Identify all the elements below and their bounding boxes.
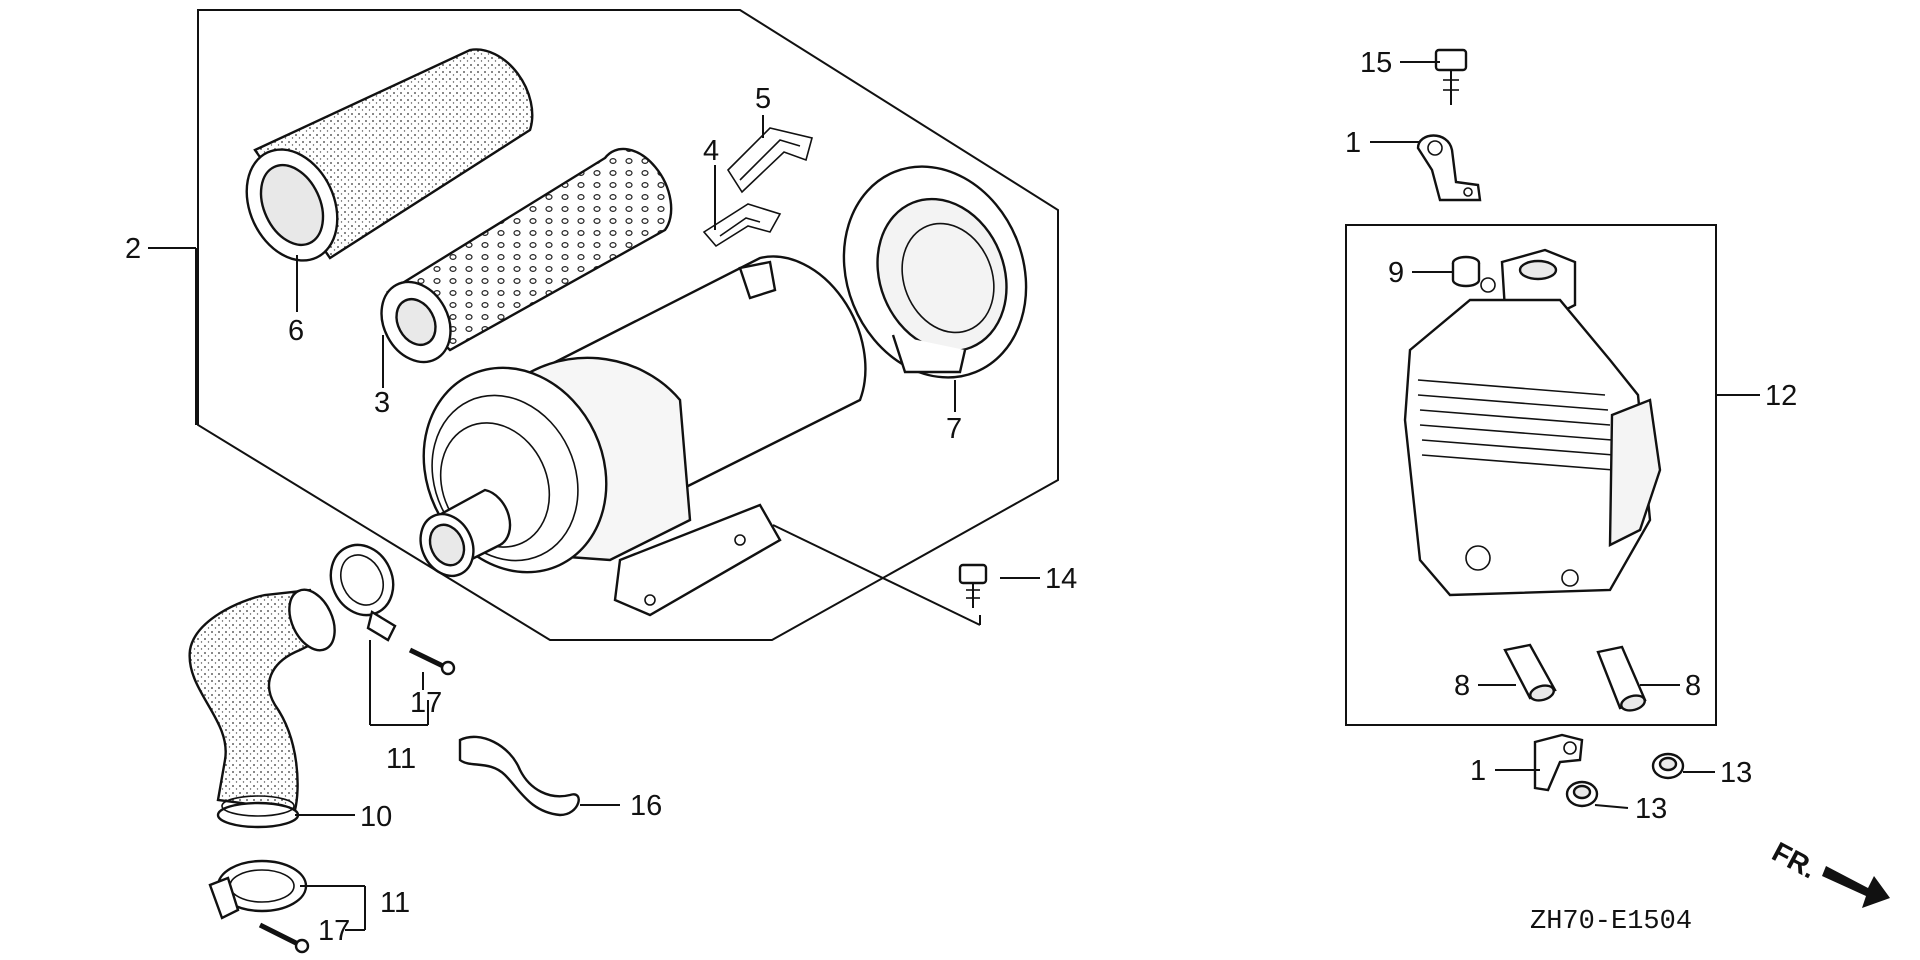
front-arrow-icon bbox=[1822, 866, 1890, 908]
callout-1-lower: 1 bbox=[1470, 755, 1486, 787]
callout-17-upper: 17 bbox=[410, 687, 442, 719]
callout-17-lower: 17 bbox=[318, 915, 350, 947]
hose-clamp-lower bbox=[208, 859, 308, 920]
callout-13-left: 13 bbox=[1635, 793, 1667, 825]
callout-2: 2 bbox=[125, 233, 141, 265]
tube-part-8-left bbox=[1503, 643, 1557, 702]
callout-8-left: 8 bbox=[1454, 670, 1470, 702]
muffler-group-box bbox=[1345, 224, 1717, 726]
intake-tube bbox=[188, 588, 336, 829]
nut-part-13-right bbox=[1651, 752, 1685, 780]
bolt-part-15 bbox=[1434, 48, 1468, 105]
bracket-part-1-lower bbox=[1533, 733, 1584, 792]
callout-13-right: 13 bbox=[1720, 757, 1752, 789]
bracket-part-1-upper bbox=[1416, 134, 1482, 202]
clip-part-4 bbox=[702, 203, 782, 248]
diagram-code: ZH70-E1504 bbox=[1530, 907, 1692, 937]
callout-14: 14 bbox=[1045, 563, 1077, 595]
leader-lines bbox=[148, 61, 1760, 931]
wire-clip-part-16 bbox=[458, 735, 580, 817]
callout-11-lower: 11 bbox=[380, 887, 410, 919]
clip-part-5 bbox=[726, 127, 813, 194]
collar-part-9 bbox=[1451, 255, 1481, 288]
callout-5: 5 bbox=[755, 83, 771, 115]
front-label: FR. bbox=[1767, 836, 1821, 885]
callout-16: 16 bbox=[630, 790, 662, 822]
callout-4: 4 bbox=[703, 135, 719, 167]
end-cover bbox=[842, 165, 1028, 379]
screw-part-17-lower bbox=[258, 922, 310, 954]
assembly-boundary bbox=[197, 9, 1059, 641]
silencer-housing bbox=[1403, 248, 1662, 597]
callout-10: 10 bbox=[360, 801, 392, 833]
front-direction-marker: FR. bbox=[1767, 836, 1890, 908]
screw-part-17-upper bbox=[408, 647, 456, 676]
air-cleaner-housing bbox=[419, 255, 867, 617]
callout-1-upper: 1 bbox=[1345, 127, 1361, 159]
callout-7: 7 bbox=[946, 413, 962, 445]
paper-filter-element bbox=[380, 147, 673, 364]
tube-part-8-right bbox=[1596, 645, 1647, 712]
callout-3: 3 bbox=[374, 387, 390, 419]
callout-11-upper: 11 bbox=[386, 743, 416, 775]
nut-part-13-left bbox=[1565, 780, 1599, 808]
callout-8-right: 8 bbox=[1685, 670, 1701, 702]
bolt-part-14 bbox=[958, 563, 988, 608]
callout-6: 6 bbox=[288, 315, 304, 347]
hose-clamp-upper bbox=[329, 543, 397, 642]
callout-labels: 2 6 3 4 5 7 14 17 11 16 10 11 17 15 1 9 … bbox=[125, 47, 1797, 947]
callout-12: 12 bbox=[1765, 380, 1797, 412]
callout-9: 9 bbox=[1388, 257, 1404, 289]
callout-15: 15 bbox=[1360, 47, 1392, 79]
foam-filter-element bbox=[245, 48, 534, 262]
